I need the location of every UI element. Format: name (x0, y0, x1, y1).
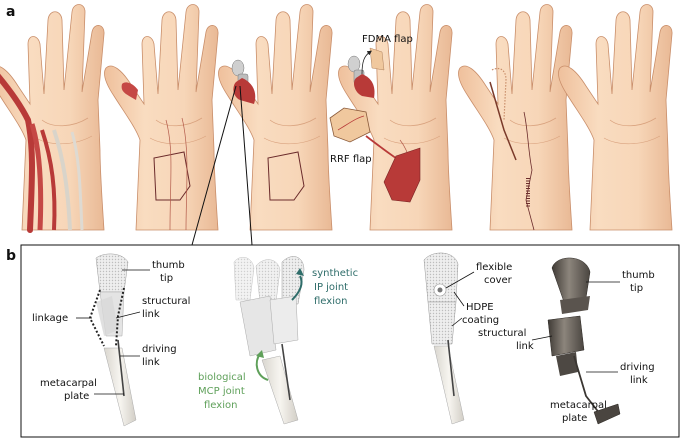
thumb-prosthesis-small (231, 59, 256, 104)
rrf-flap-label: RRF flap (330, 154, 372, 165)
prosthesis-model-4 (547, 257, 621, 425)
panel-b-frame (20, 244, 680, 438)
m3-hdpe-label: HDPE coating (462, 302, 499, 326)
m2-synthetic-ip-label: synthetic IP joint flexion (312, 268, 361, 307)
m4-structural-link-label: structural link (478, 328, 534, 352)
m3-flexible-cover-leader (445, 271, 475, 289)
m4-metacarpal-plate-label: metacarpal plate (550, 400, 610, 424)
prosthesis-model-2 (233, 256, 305, 425)
fdma-flap-illustration (347, 47, 385, 98)
callout-line-left (191, 85, 237, 246)
panel-b-letter: b (6, 248, 16, 264)
hand-1-anatomy (0, 4, 105, 233)
m4-driving-link-label: driving link (620, 362, 658, 386)
m3-hdpe-leader-2 (451, 317, 463, 327)
m1-driving-link-label: driving link (142, 344, 180, 368)
m1-linkage-label: linkage (32, 313, 68, 324)
m4-thumb-tip-label: thumb tip (622, 270, 658, 294)
m1-structural-link-label: structural link (142, 296, 194, 320)
m2-biological-mcp-label: biological MCP joint flexion (198, 372, 249, 411)
m3-hdpe-leader-1 (453, 291, 465, 307)
m3-flexible-cover-label: flexible cover (476, 262, 515, 286)
hand-2-thumb-loss (104, 4, 219, 231)
hand-5-healing (458, 4, 573, 231)
fdma-flap-label: FDMA flap (362, 34, 413, 45)
hand-6-healed (558, 4, 673, 231)
m1-structural-link-leader (115, 311, 141, 319)
prosthesis-model-3 (423, 252, 465, 425)
m4-structural-link-leader (531, 335, 553, 341)
prosthesis-model-1 (88, 253, 137, 427)
callout-line-right (239, 85, 253, 246)
m1-metacarpal-plate-label: metacarpal plate (40, 378, 100, 402)
panel-a-letter: a (6, 4, 15, 20)
hand-3-prosthesis (218, 4, 333, 231)
rrf-flap-illustration (329, 107, 421, 203)
m1-thumb-tip-label: thumb tip (152, 260, 188, 284)
